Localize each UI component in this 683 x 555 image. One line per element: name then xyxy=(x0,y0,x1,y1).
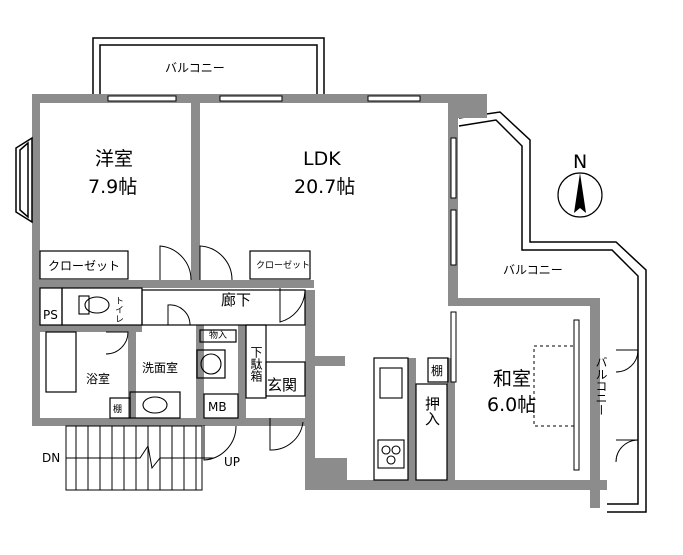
oshiire-label: 押入 xyxy=(423,396,441,426)
toilet-label: トイレ xyxy=(113,296,124,323)
mb-label: MB xyxy=(208,400,227,414)
room-ldk-size: 20.7帖 xyxy=(294,176,355,198)
balcony-far-right-label: バルコニー xyxy=(594,356,608,416)
balcony-right xyxy=(458,111,647,513)
storage-small-label: 物入 xyxy=(209,329,227,341)
stairs xyxy=(65,425,214,491)
room-yoshitsu-name: 洋室 xyxy=(95,148,133,170)
closet-label: クローゼット xyxy=(48,259,120,273)
shelf-label: 棚 xyxy=(431,363,443,378)
washroom-label: 洗面室 xyxy=(142,360,178,375)
room-washitsu-size: 6.0帖 xyxy=(487,394,536,416)
balcony-right-label: バルコニー xyxy=(503,263,563,277)
shelf-wash-label: 棚 xyxy=(113,403,122,415)
stairs-down-label: DN xyxy=(42,451,60,465)
closet-small-label: クローゼット xyxy=(256,259,310,271)
balcony-top-label: バルコニー xyxy=(165,61,225,75)
doors xyxy=(105,245,639,463)
room-ldk-name: LDK xyxy=(303,148,341,170)
entrance-label: 玄関 xyxy=(267,376,297,394)
ps-label: PS xyxy=(43,308,58,322)
room-yoshitsu-size: 7.9帖 xyxy=(88,176,137,198)
bay-window xyxy=(15,136,33,224)
fixtures xyxy=(78,295,405,469)
corridor-label: 廊下 xyxy=(221,291,251,309)
room-washitsu-name: 和室 xyxy=(493,368,531,390)
compass-north-label: N xyxy=(573,151,587,173)
stairs-up-label: UP xyxy=(224,455,240,469)
balcony-top xyxy=(92,37,325,94)
compass: N xyxy=(557,151,603,218)
partitions xyxy=(39,250,449,481)
bath-label: 浴室 xyxy=(86,371,110,386)
shoe-box-label: 下駄箱 xyxy=(249,346,263,382)
windows xyxy=(107,95,580,471)
